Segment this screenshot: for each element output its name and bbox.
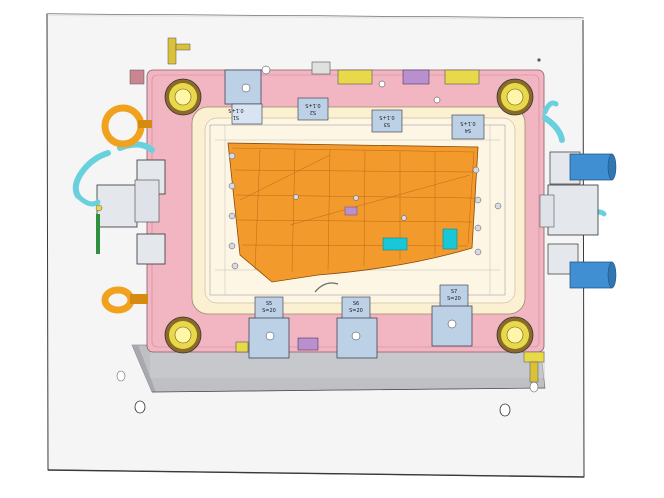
mounting-hole-icon — [116, 370, 539, 417]
slide-label-s5: S5 S=20 — [262, 301, 276, 314]
svg-text:S4: S4 — [465, 127, 471, 133]
left-side-hardware — [95, 159, 166, 265]
svg-text:0.1+S: 0.1+S — [460, 120, 475, 126]
bottom-lifter-blocks — [235, 284, 473, 359]
eyebolt-icon — [101, 104, 152, 314]
top-lifter-blocks — [224, 61, 485, 140]
bottom-slide-labels: S5 S=20 S6 S=20 S7 S=20 — [262, 289, 461, 314]
slide-label-s2: S2 0.1+S — [305, 102, 320, 115]
slide-label-s1: S1 0.1+S — [228, 107, 243, 120]
slide-label-s7: S7 S=20 — [447, 289, 461, 302]
svg-text:S5: S5 — [266, 301, 272, 307]
hydraulic-cylinder-icon — [539, 151, 617, 289]
svg-text:0.1+S: 0.1+S — [305, 102, 320, 108]
svg-text:S=20: S=20 — [262, 308, 276, 314]
svg-text:S=20: S=20 — [447, 296, 461, 302]
slide-label-s3: S3 0.1+S — [379, 114, 394, 127]
fittings — [129, 37, 545, 383]
top-slide-labels: S1 0.1+S S2 0.1+S S3 0.1+S S4 0.1+S — [228, 102, 475, 133]
svg-text:0.1+S: 0.1+S — [379, 114, 394, 120]
svg-text:S2: S2 — [310, 109, 316, 115]
svg-text:S7: S7 — [451, 289, 457, 295]
mold-body-side — [131, 344, 546, 393]
svg-text:S1: S1 — [233, 114, 239, 120]
svg-text:S3: S3 — [384, 121, 390, 127]
guide-bushing-icon — [164, 78, 534, 354]
svg-text:0.1+S: 0.1+S — [228, 107, 243, 113]
svg-text:S=20: S=20 — [349, 308, 363, 314]
slide-label-s4: S4 0.1+S — [460, 120, 475, 133]
molded-part — [227, 142, 479, 293]
slide-label-s6: S6 S=20 — [349, 301, 363, 314]
svg-text:S6: S6 — [353, 301, 359, 307]
ejector-pin-markers — [228, 152, 502, 270]
